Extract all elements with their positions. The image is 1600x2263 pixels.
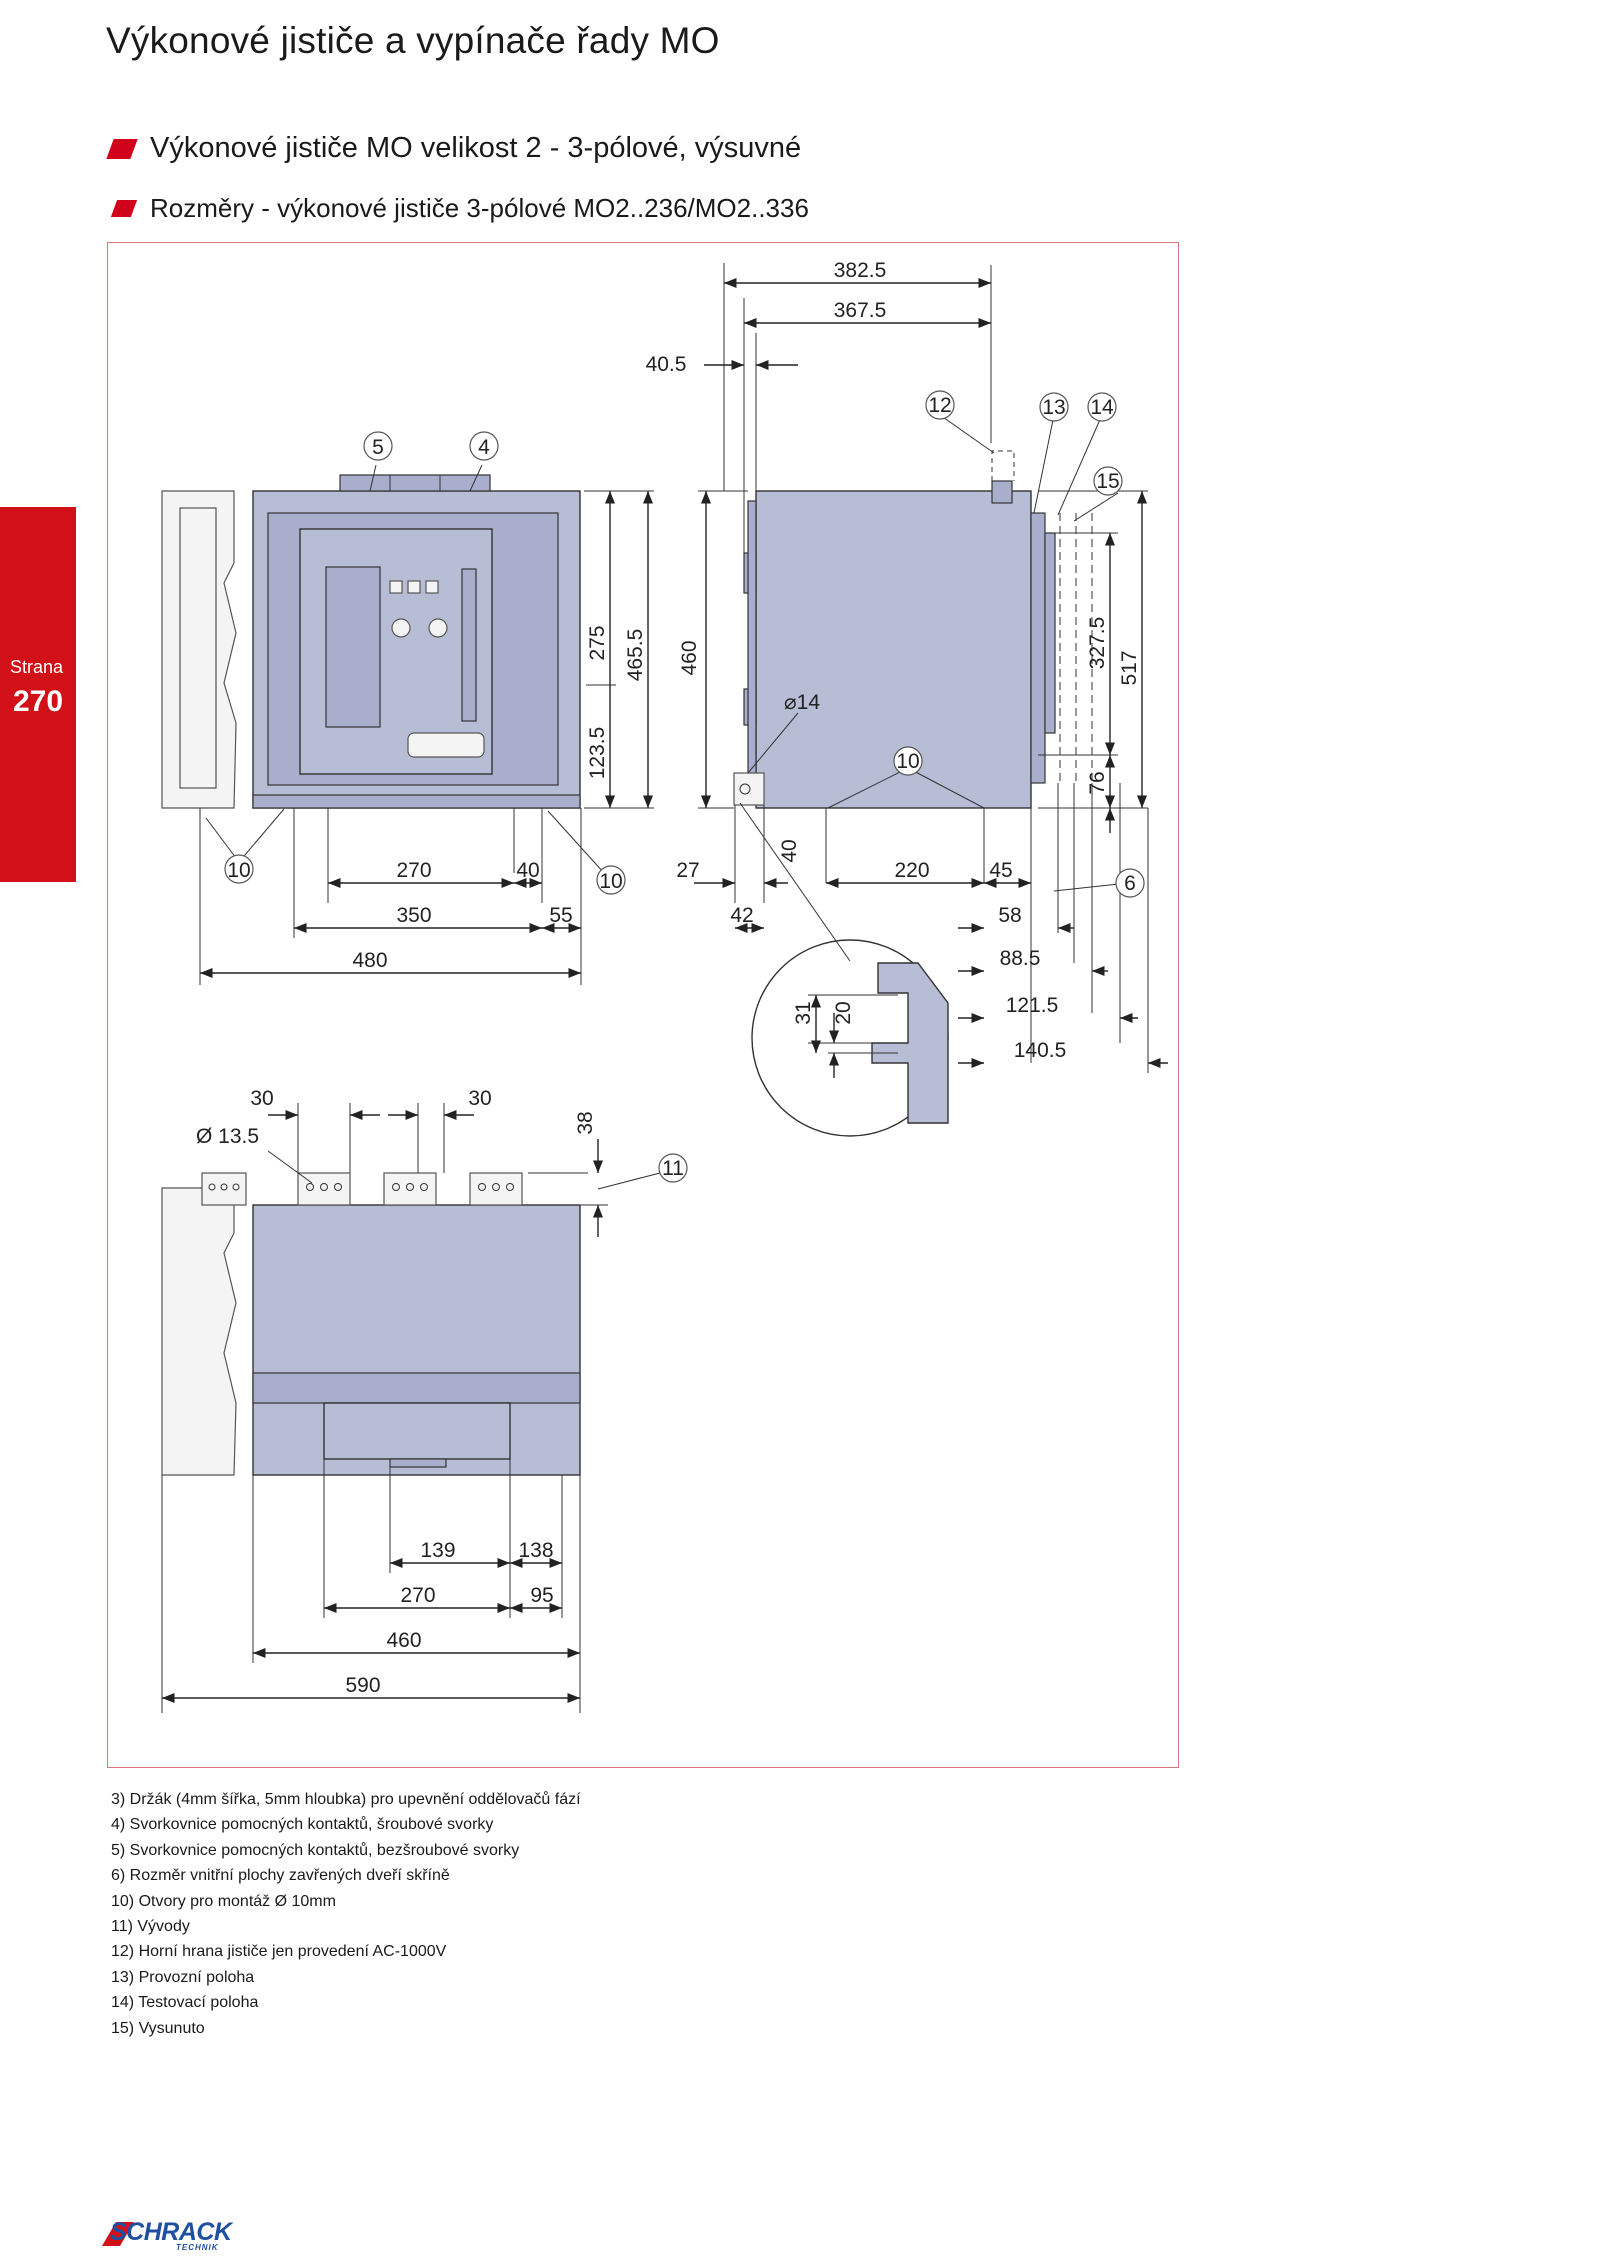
callout-13: 13 [1042, 396, 1065, 419]
dim-top-30-right: 30 [468, 1087, 491, 1110]
schrack-logo-mark-icon [102, 2222, 134, 2246]
logo-subtitle: TECHNIK [176, 2243, 219, 2252]
dim-front-40: 40 [516, 859, 539, 882]
callout-15: 15 [1096, 470, 1119, 493]
dim-top-95: 95 [530, 1584, 553, 1607]
dim-front-275: 275 [586, 625, 609, 660]
technical-drawing-frame: 275 465.5 123.5 270 40 350 55 480 5 4 10… [107, 242, 1179, 1768]
dim-side-517: 517 [1118, 650, 1141, 685]
page-number: 270 [13, 685, 64, 718]
dim-top-460: 460 [386, 1629, 421, 1652]
logo-wordmark: SCHRACK [110, 2218, 232, 2246]
dim-side-27: 27 [676, 859, 699, 882]
dim-top-38: 38 [574, 1111, 597, 1134]
callout-5: 5 [372, 436, 384, 459]
callout-6: 6 [1124, 872, 1136, 895]
dim-front-270: 270 [396, 859, 431, 882]
schrack-logo: SCHRACK TECHNIK [98, 2218, 248, 2252]
dim-top-139: 139 [420, 1539, 455, 1562]
top-view: 30 30 Ø 13.5 38 11 139 138 270 95 460 59… [161, 1087, 688, 1713]
dim-front-55: 55 [549, 904, 572, 927]
dim-detail-20: 20 [832, 1001, 855, 1024]
footnote: 10) Otvory pro montáž Ø 10mm [111, 1892, 336, 1910]
technical-drawing: 275 465.5 123.5 270 40 350 55 480 5 4 10… [161, 259, 1168, 1713]
dim-detail-31: 31 [792, 1001, 815, 1024]
dim-side-327-5: 327.5 [1086, 617, 1109, 670]
footnote: 12) Horní hrana jističe jen provedení AC… [111, 1943, 447, 1961]
front-view: 275 465.5 123.5 270 40 350 55 480 5 4 10… [161, 431, 654, 985]
red-bullet-icon [106, 138, 138, 159]
red-bullet-icon [110, 200, 138, 217]
dim-side-76: 76 [1086, 771, 1109, 794]
dim-side-88-5: 88.5 [1000, 947, 1041, 970]
footnote: 13) Provozní poloha [111, 1968, 255, 1986]
side-page-tab: Strana 270 [0, 507, 76, 882]
dim-side-121-5: 121.5 [1006, 994, 1059, 1017]
footnote: 14) Testovací poloha [111, 1994, 259, 2012]
dim-side-45: 45 [989, 859, 1012, 882]
dim-top-30-left: 30 [250, 1087, 273, 1110]
dim-side-220: 220 [894, 859, 929, 882]
detail-view: 31 20 [739, 802, 949, 1137]
dim-top-270: 270 [400, 1584, 435, 1607]
callout-4: 4 [478, 436, 490, 459]
callout-14: 14 [1090, 396, 1114, 419]
dim-side-58: 58 [998, 904, 1021, 927]
dim-side-140-5: 140.5 [1014, 1039, 1067, 1062]
section-heading: Výkonové jističe MO velikost 2 - 3-pólov… [106, 132, 802, 165]
dim-front-123-5: 123.5 [586, 727, 609, 780]
dim-side-40: 40 [778, 839, 801, 862]
dim-side-460: 460 [678, 640, 701, 675]
dim-top-590: 590 [345, 1674, 380, 1697]
page-title: Výkonové jističe a vypínače řady MO [106, 20, 720, 61]
dim-side-367-5: 367.5 [834, 299, 887, 322]
cabinet-door [161, 490, 237, 809]
dim-front-350: 350 [396, 904, 431, 927]
callout-10-side: 10 [896, 750, 919, 773]
dim-front-465-5: 465.5 [624, 629, 647, 682]
breaker-body-side [755, 490, 1032, 809]
dim-top-diameter-13-5: Ø 13.5 [196, 1125, 259, 1148]
dim-side-382-5: 382.5 [834, 259, 887, 282]
section-title: Výkonové jističe MO velikost 2 - 3-pólov… [150, 132, 802, 164]
footnote: 5) Svorkovnice pomocných kontaktů, bezšr… [111, 1841, 520, 1859]
callout-12: 12 [928, 394, 951, 417]
dim-side-diameter-14: ⌀14 [784, 691, 820, 714]
dim-side-42: 42 [730, 904, 753, 927]
subsection-title: Rozměry - výkonové jističe 3-pólové MO2.… [150, 193, 809, 223]
side-view: 382.5 367.5 40.5 460 ⌀14 327.5 517 76 [646, 259, 1168, 1073]
dim-front-480: 480 [352, 949, 387, 972]
dim-side-40-5: 40.5 [646, 353, 687, 376]
dim-top-138: 138 [518, 1539, 553, 1562]
footnote: 11) Vývody [111, 1918, 190, 1936]
footnote: 4) Svorkovnice pomocných kontaktů, šroub… [111, 1816, 494, 1834]
footnote: 15) Vysunuto [111, 2019, 205, 2037]
side-tab-label: Strana [10, 657, 64, 677]
callout-10-front-right: 10 [599, 870, 622, 893]
footnote: 6) Rozměr vnitřní plochy zavřených dveří… [111, 1867, 450, 1885]
callout-11: 11 [662, 1157, 684, 1180]
footnote: 3) Držák (4mm šířka, 5mm hloubka) pro up… [111, 1791, 581, 1808]
callout-10-front-left: 10 [227, 859, 250, 882]
footnotes-list: 3) Držák (4mm šířka, 5mm hloubka) pro up… [111, 1787, 581, 2041]
subsection-heading: Rozměry - výkonové jističe 3-pólové MO2.… [110, 193, 809, 224]
